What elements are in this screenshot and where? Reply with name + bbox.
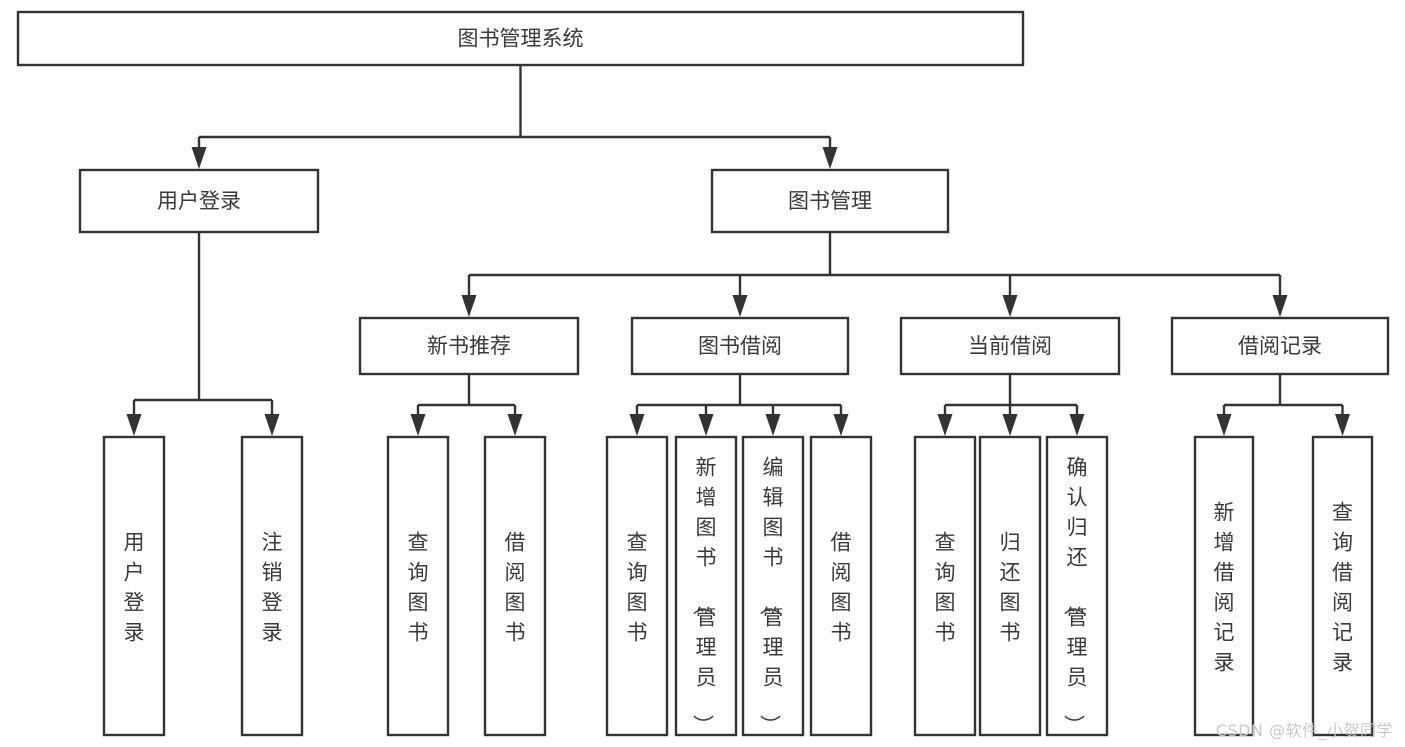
- node-box[interactable]: [809, 435, 873, 737]
- node-box[interactable]: [240, 435, 304, 737]
- node-label: 查询图书: [935, 530, 956, 644]
- node-label: 查询图书: [627, 530, 648, 644]
- node-label: 图书管理: [788, 189, 872, 213]
- node-label: 借阅图书: [505, 530, 526, 644]
- node-box[interactable]: [1193, 435, 1255, 737]
- node-box[interactable]: [78, 168, 320, 234]
- node-label: 查询图书: [408, 530, 429, 644]
- node-label: 注销登录: [262, 530, 283, 644]
- node-box[interactable]: [16, 10, 1025, 67]
- node-current-borrow[interactable]: 当前借阅: [899, 316, 1121, 376]
- node-box[interactable]: [978, 435, 1042, 737]
- node-leaf-query-borrow-record[interactable]: 查询借阅记录: [1311, 435, 1374, 737]
- node-box[interactable]: [630, 316, 850, 376]
- connector-group-book-manage: [461, 232, 1288, 317]
- node-label: 新增借阅记录: [1214, 500, 1235, 674]
- node-label: 图书借阅: [698, 334, 782, 358]
- node-box[interactable]: [1045, 435, 1109, 737]
- node-leaf-user-login[interactable]: 用户登录: [102, 435, 166, 737]
- node-box[interactable]: [102, 435, 166, 737]
- node-label: 借阅记录: [1238, 334, 1322, 358]
- node-leaf-add-borrow-record[interactable]: 新增借阅记录: [1193, 435, 1255, 737]
- node-box[interactable]: [386, 435, 450, 737]
- node-leaf-return-book[interactable]: 归还图书: [978, 435, 1042, 737]
- arrow-head-icon: [629, 414, 645, 436]
- connector-group-user-login: [126, 232, 280, 436]
- arrow-head-icon: [507, 414, 523, 436]
- node-borrow-record[interactable]: 借阅记录: [1170, 316, 1390, 376]
- connector-group-new-book-rec: [410, 374, 523, 436]
- node-box[interactable]: [1170, 316, 1390, 376]
- node-box[interactable]: [741, 435, 805, 737]
- arrow-head-icon: [833, 414, 849, 436]
- arrow-head-icon: [1216, 414, 1232, 436]
- node-new-book-rec[interactable]: 新书推荐: [358, 316, 580, 376]
- arrow-head-icon: [1002, 414, 1018, 436]
- node-label: 用户登录: [157, 189, 241, 213]
- node-layer: 图书管理系统用户登录图书管理新书推荐图书借阅当前借阅借阅记录用户登录注销登录查询…: [16, 10, 1390, 737]
- node-box[interactable]: [674, 435, 738, 737]
- node-label: 编辑图书（管理员）: [758, 455, 784, 735]
- connector-group-borrow-record: [1216, 374, 1350, 436]
- arrow-head-icon: [126, 414, 142, 436]
- node-label: 归还图书: [1000, 530, 1021, 644]
- arrow-head-icon: [191, 147, 207, 169]
- arrow-head-icon: [1272, 295, 1288, 317]
- node-book-manage[interactable]: 图书管理: [710, 168, 950, 234]
- node-label: 图书管理系统: [458, 27, 584, 51]
- arrow-head-icon: [1335, 414, 1350, 436]
- arrow-head-icon: [410, 414, 426, 436]
- node-box[interactable]: [913, 435, 977, 737]
- node-leaf-add-book-admin[interactable]: 新增图书（管理员）: [674, 435, 738, 737]
- node-user-login[interactable]: 用户登录: [78, 168, 320, 234]
- connector-group-book-borrow: [629, 374, 849, 436]
- connector-group-current-borrow: [937, 374, 1085, 436]
- arrow-head-icon: [732, 295, 748, 317]
- node-box[interactable]: [710, 168, 950, 234]
- node-leaf-query-book-borrow[interactable]: 查询图书: [605, 435, 669, 737]
- arrow-head-icon: [698, 414, 714, 436]
- node-leaf-query-book-cur[interactable]: 查询图书: [913, 435, 977, 737]
- node-book-borrow[interactable]: 图书借阅: [630, 316, 850, 376]
- arrow-head-icon: [1002, 295, 1018, 317]
- node-leaf-borrow-book-rec[interactable]: 借阅图书: [483, 435, 547, 737]
- node-leaf-query-book-rec[interactable]: 查询图书: [386, 435, 450, 737]
- node-label: 查询借阅记录: [1332, 500, 1353, 674]
- arrow-head-icon: [461, 295, 477, 317]
- node-box[interactable]: [1311, 435, 1374, 737]
- arrow-head-icon: [822, 147, 838, 169]
- arrow-head-icon: [264, 414, 280, 436]
- node-leaf-borrow-book[interactable]: 借阅图书: [809, 435, 873, 737]
- node-label: 确认归还（管理员）: [1062, 455, 1088, 735]
- arrow-head-icon: [765, 414, 781, 436]
- connector-layer: [126, 65, 1350, 436]
- node-leaf-edit-book-admin[interactable]: 编辑图书（管理员）: [741, 435, 805, 737]
- node-box[interactable]: [899, 316, 1121, 376]
- node-label: 借阅图书: [831, 530, 852, 644]
- node-box[interactable]: [358, 316, 580, 376]
- node-label: 新书推荐: [427, 334, 511, 358]
- node-label: 新增图书（管理员）: [691, 455, 717, 735]
- node-label: 当前借阅: [968, 334, 1052, 358]
- node-box[interactable]: [483, 435, 547, 737]
- arrow-head-icon: [937, 414, 953, 436]
- node-box[interactable]: [605, 435, 669, 737]
- arrow-head-icon: [1069, 414, 1085, 436]
- node-leaf-confirm-return-admin[interactable]: 确认归还（管理员）: [1045, 435, 1109, 737]
- node-leaf-user-logout[interactable]: 注销登录: [240, 435, 304, 737]
- node-root[interactable]: 图书管理系统: [16, 10, 1025, 67]
- connector-group-root: [191, 65, 838, 169]
- node-label: 用户登录: [124, 530, 145, 644]
